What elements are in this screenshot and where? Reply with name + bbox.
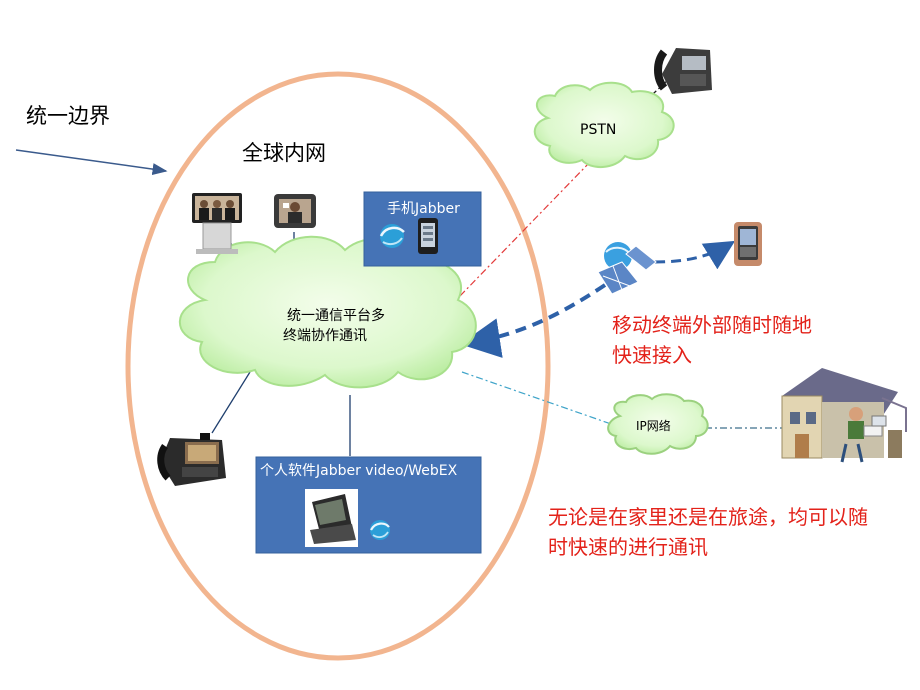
- mobile-note-line1: 移动终端外部随时随地: [612, 313, 812, 337]
- handheld-device-icon: [734, 222, 762, 266]
- smartphone-icon: [418, 218, 438, 254]
- mobile-box-label: 手机Jabber: [387, 201, 460, 217]
- software-box-label: 个人软件Jabber video/WebEX: [260, 463, 458, 479]
- video-phone-icon: [274, 194, 316, 228]
- pstn-label: PSTN: [580, 122, 617, 138]
- satellite-icon: [597, 242, 657, 295]
- jabber-logo-icon: [379, 224, 405, 248]
- home-office-icon: [781, 368, 907, 463]
- global-intranet-label: 全球内网: [242, 141, 326, 165]
- pstn-link: [459, 161, 591, 297]
- home-note-line1: 无论是在家里还是在旅途，均可以随: [548, 505, 868, 529]
- laptop-icon: [305, 489, 358, 547]
- platform-label-line2: 终端协作通讯: [283, 328, 367, 344]
- mobile-access-arrow-out: [654, 240, 736, 270]
- platform-cloud: [178, 235, 477, 389]
- home-note-line2: 时快速的进行通讯: [548, 535, 708, 559]
- mobile-access-arrow-in: [460, 283, 607, 358]
- ip-link: [461, 371, 615, 426]
- telepresence-icon: [192, 193, 242, 254]
- pstn-cloud: [533, 81, 675, 168]
- boundary-ellipse: [125, 71, 551, 661]
- ip-phone-icon: [157, 433, 226, 486]
- link-ip-phone: [211, 371, 251, 434]
- platform-label-line1: 统一通信平台多: [287, 308, 385, 324]
- software-jabber-box: [255, 456, 482, 554]
- desk-phone-icon: [654, 48, 712, 94]
- jabber-logo-icon: [370, 520, 390, 540]
- ip-network-label: IP网络: [636, 419, 671, 433]
- boundary-pointer-arrow: [15, 149, 168, 176]
- mobile-note-line2: 快速接入: [612, 343, 692, 367]
- boundary-label: 统一边界: [26, 104, 110, 128]
- ip-network-cloud: [607, 393, 709, 455]
